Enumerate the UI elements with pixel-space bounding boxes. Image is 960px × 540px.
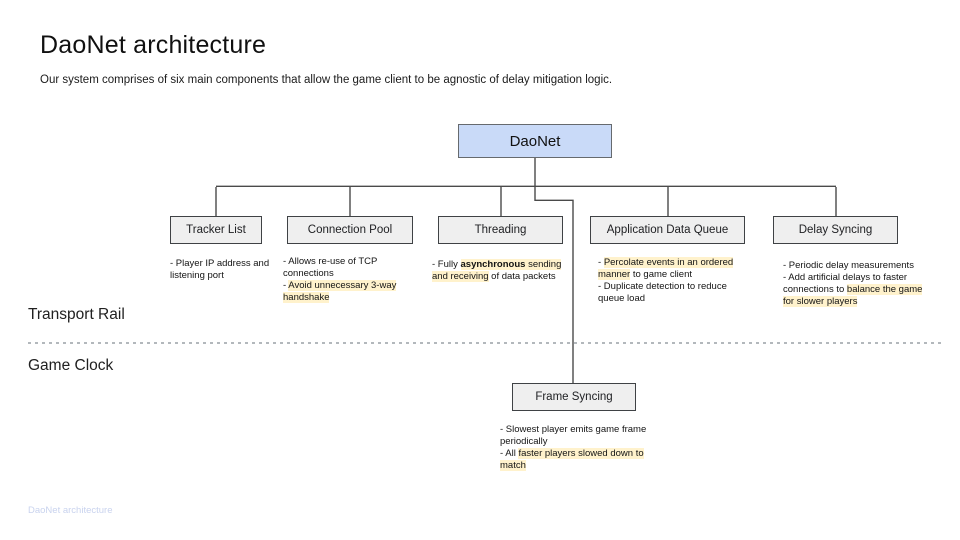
slide-subtitle: Our system comprises of six main compone… bbox=[40, 74, 613, 86]
node-connection-pool-label: Connection Pool bbox=[307, 224, 393, 236]
node-threading-label: Threading bbox=[474, 224, 527, 236]
node-tracker-list-label: Tracker List bbox=[186, 224, 246, 236]
node-connection-pool: Connection Pool bbox=[287, 216, 413, 244]
notes-threading: - Fully asynchronous sending and receivi… bbox=[432, 259, 568, 283]
note-bullet: - Fully asynchronous sending and receivi… bbox=[432, 259, 562, 282]
lane-label-transport-rail: Transport Rail bbox=[28, 306, 125, 323]
note-bullet: - Allows re-use of TCP connections bbox=[283, 256, 378, 279]
connector-frame-syncing bbox=[534, 187, 574, 383]
node-application-data-queue: Application Data Queue bbox=[590, 216, 745, 244]
node-daonet: DaoNet bbox=[458, 124, 612, 158]
slide-footer-title: DaoNet architecture bbox=[28, 505, 113, 516]
node-application-data-queue-label: Application Data Queue bbox=[606, 224, 729, 236]
note-bullet: - Avoid unnecessary 3-way handshake bbox=[283, 280, 397, 303]
node-frame-syncing-label: Frame Syncing bbox=[535, 391, 613, 403]
notes-application-data-queue: - Percolate events in an ordered manner … bbox=[598, 257, 748, 305]
node-frame-syncing: Frame Syncing bbox=[512, 383, 636, 411]
notes-delay-syncing: - Periodic delay measurements- Add artif… bbox=[783, 260, 931, 308]
node-daonet-label: DaoNet bbox=[509, 132, 561, 150]
notes-connection-pool: - Allows re-use of TCP connections- Avoi… bbox=[283, 256, 405, 304]
lane-label-game-clock: Game Clock bbox=[28, 357, 114, 374]
node-delay-syncing-label: Delay Syncing bbox=[798, 224, 873, 236]
notes-frame-syncing: - Slowest player emits game frame period… bbox=[500, 424, 658, 472]
notes-tracker-list: - Player IP address and listening port bbox=[170, 258, 274, 282]
node-tracker-list: Tracker List bbox=[170, 216, 262, 244]
page-title: DaoNet architecture bbox=[40, 31, 267, 59]
note-bullet: - Slowest player emits game frame period… bbox=[500, 424, 647, 447]
note-bullet: - Percolate events in an ordered manner … bbox=[598, 257, 734, 280]
node-delay-syncing: Delay Syncing bbox=[773, 216, 898, 244]
note-bullet: - Periodic delay measurements bbox=[783, 260, 914, 271]
note-bullet: - All faster players slowed down to matc… bbox=[500, 448, 644, 471]
note-bullet: - Player IP address and listening port bbox=[170, 258, 270, 281]
node-threading: Threading bbox=[438, 216, 563, 244]
note-bullet: - Duplicate detection to reduce queue lo… bbox=[598, 281, 727, 304]
note-bullet: - Add artificial delays to faster connec… bbox=[783, 272, 923, 307]
